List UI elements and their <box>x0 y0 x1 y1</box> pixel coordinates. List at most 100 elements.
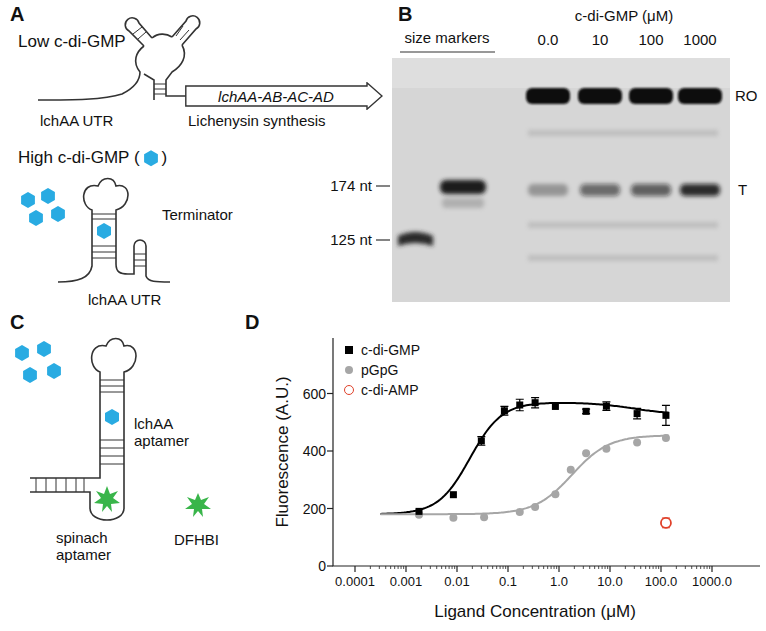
data-point <box>603 403 610 410</box>
rna-structure <box>30 339 136 521</box>
label-holder: 600 <box>303 385 326 401</box>
error-bar <box>531 398 539 408</box>
tick-label: 400 <box>303 443 326 459</box>
size-marker-label: 125 nt <box>330 231 372 248</box>
hexagon <box>37 341 51 357</box>
rna-strand <box>144 74 154 100</box>
minor-tick <box>452 566 453 569</box>
data-point <box>552 403 559 410</box>
label-holder: 0.1 <box>499 575 517 590</box>
gene-function-label: Lichenysin synthesis <box>188 112 326 129</box>
tick <box>327 393 333 394</box>
gel-background <box>392 58 730 302</box>
data-point <box>583 408 590 415</box>
label-holder: Terminator <box>162 206 233 223</box>
data-point <box>582 449 590 457</box>
tick-label: 200 <box>303 500 326 516</box>
label-holder: A <box>10 3 24 26</box>
rna-strand <box>30 339 136 521</box>
hexagon <box>144 150 158 166</box>
tick-label: 0.0001 <box>335 574 375 589</box>
minor-tick <box>445 566 446 569</box>
band-label: RO <box>735 87 758 104</box>
rna-hairpin <box>125 18 152 46</box>
fit-curve <box>381 403 669 514</box>
minor-tick <box>653 566 654 569</box>
legend-row: pGpG <box>345 360 420 380</box>
base-pairs <box>133 26 189 94</box>
label-holder: lchAA aptamer <box>134 415 206 450</box>
minor-tick <box>704 566 705 569</box>
tick-label: 0.01 <box>444 574 469 589</box>
legend-row: c-di-GMP <box>345 340 420 360</box>
label-holder: 400 <box>303 443 326 459</box>
minor-tick <box>625 566 626 569</box>
minor-tick <box>685 566 686 569</box>
hexagon <box>21 192 35 208</box>
aptamer-label: spinach aptamer <box>56 529 111 563</box>
tick <box>327 565 333 566</box>
data-point <box>416 508 423 515</box>
minor-tick <box>700 566 701 569</box>
hexagon <box>47 363 61 379</box>
minor-tick <box>594 566 595 569</box>
terminator-label: Terminator <box>162 206 233 223</box>
hexagon <box>29 210 43 226</box>
tick <box>558 566 559 572</box>
label-holder: T <box>738 181 747 198</box>
gene-name: lchAA-AB-AC-AD <box>218 88 334 105</box>
tick <box>354 566 355 572</box>
tick-label: 0.001 <box>390 574 423 589</box>
terminated-bands <box>528 184 720 196</box>
data-point <box>551 490 559 498</box>
data-point <box>449 514 457 522</box>
label-holder: B <box>398 3 412 26</box>
error-bar <box>662 405 670 425</box>
hexagon <box>97 223 111 239</box>
minor-tick <box>385 566 386 569</box>
minor-tick <box>523 566 524 569</box>
tick <box>456 566 457 572</box>
label-holder: Low c-di-GMP <box>18 32 126 52</box>
tick <box>711 566 712 572</box>
minor-tick <box>656 566 657 569</box>
minor-tick <box>449 566 450 569</box>
label-holder: c-di-GMP (μM) <box>575 7 673 24</box>
gene-arrow: lchAA-AB-AC-AD <box>185 82 383 110</box>
tick <box>405 566 406 572</box>
marker-band <box>398 232 433 246</box>
label-holder: 100 <box>638 31 663 48</box>
minor-tick <box>390 566 391 569</box>
label-holder: 10 <box>592 31 609 48</box>
minor-tick <box>551 566 552 569</box>
label-holder: 0.01 <box>444 575 469 590</box>
gel-well-area <box>392 58 730 88</box>
rna-structure <box>38 16 200 100</box>
rna-strand <box>166 45 188 96</box>
minor-tick <box>709 566 710 569</box>
data-point <box>531 503 539 511</box>
data-point <box>516 508 524 516</box>
label-holder: lchAA UTR <box>88 291 161 308</box>
label-holder: Ligand Concentration (μM) <box>434 602 636 622</box>
minor-tick <box>691 566 692 569</box>
legend-text: c-di-GMP <box>361 342 420 358</box>
minor-tick <box>634 566 635 569</box>
data-point <box>602 445 610 453</box>
lane-label: 10 <box>592 31 609 48</box>
base-pairs <box>92 214 146 266</box>
tick <box>327 508 333 509</box>
minor-tick <box>430 566 431 569</box>
hexagon <box>105 409 119 425</box>
lane-group-bracket <box>400 51 495 52</box>
label-holder: RO <box>735 87 758 104</box>
base-pairs <box>36 380 124 492</box>
legend-swatch <box>344 385 354 395</box>
label-holder: 100.0 <box>645 575 678 590</box>
tick-label: 100.0 <box>645 574 678 589</box>
data-point <box>516 402 523 409</box>
error-bar <box>477 437 485 446</box>
data-point <box>567 466 575 474</box>
minor-tick <box>503 566 504 569</box>
